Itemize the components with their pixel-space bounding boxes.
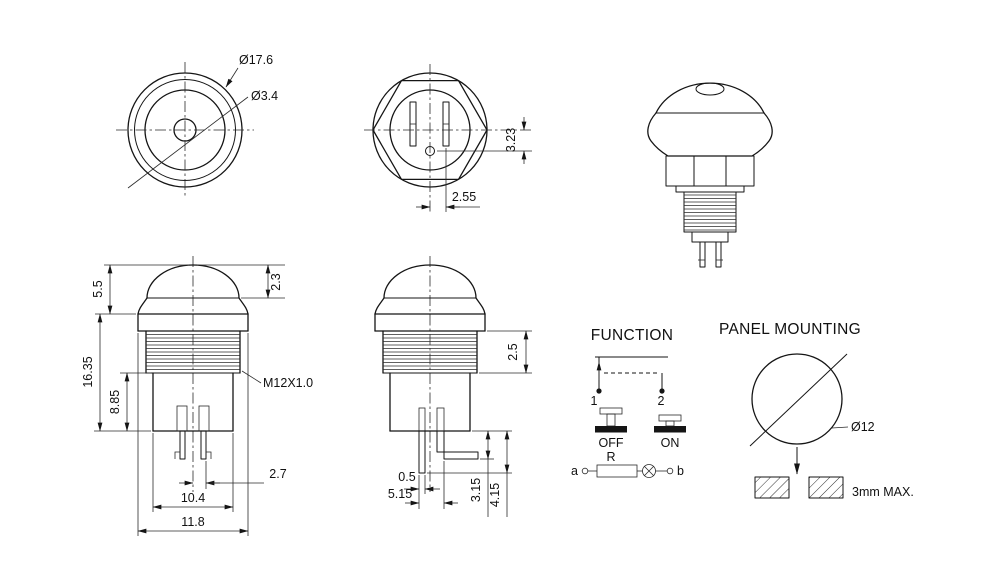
button-tip-ellipse (695, 82, 725, 96)
pictorial-view (647, 82, 773, 268)
pole-1-label: 1 (591, 394, 598, 408)
hole-diameter-line (749, 353, 848, 447)
terminal-b-label: b (677, 464, 684, 478)
terminal-b-node (666, 467, 674, 475)
dim-pin-thickness: 0.5 (398, 470, 415, 484)
dimension-body-length: 16.35 (81, 313, 151, 432)
panel-mounting-diagram: PANEL MOUNTING Ø12 3mm MAX. (719, 321, 914, 499)
dim-hole-diameter: Ø12 (851, 420, 875, 434)
panel-thickness-label: 3mm MAX. (852, 485, 914, 499)
dim-pin-offset: 2.7 (269, 467, 286, 481)
dimension-pin-depth: 3.23 (437, 117, 532, 164)
pole-2-label: 2 (658, 394, 665, 408)
dim-lower-body-length: 8.85 (108, 390, 122, 414)
thread-lines (146, 334, 240, 370)
dimension-cap-height: 5.5 (91, 264, 189, 315)
dimension-lower-body-length: 8.85 (108, 372, 151, 432)
base-collar (691, 231, 729, 243)
thread-lines (383, 334, 477, 370)
dim-pin-span: 5.15 (388, 487, 412, 501)
dome-outline (655, 82, 765, 114)
flange-band (137, 313, 249, 332)
terminal-a-node (581, 467, 589, 475)
on-state-icon (654, 414, 686, 433)
washer-band (675, 185, 745, 193)
dim-outer-diameter: Ø17.6 (239, 53, 273, 67)
dome-outline (146, 264, 240, 299)
dim-straight-pin-length: 4.15 (488, 483, 502, 507)
dim-pin-depth: 3.23 (504, 128, 518, 152)
dim-body-width: 10.4 (181, 491, 205, 505)
dimension-flange-width: 11.8 (137, 333, 249, 536)
contact-dot-2 (659, 388, 665, 394)
dim-body-length: 16.35 (81, 356, 95, 387)
panel-mounting-title: PANEL MOUNTING (719, 321, 861, 338)
resistor-symbol (596, 464, 638, 478)
flange-band (374, 313, 486, 332)
hole-leader-line (127, 96, 249, 189)
thread-spec-label: M12X1.0 (263, 376, 313, 390)
bulb-body-outline (647, 112, 773, 157)
dimension-pin-span: 5.15 (388, 461, 458, 509)
threaded-shaft (683, 191, 737, 233)
left-shoulder (137, 297, 148, 315)
front-section-view: 5.5 16.35 8.85 2.3 M12X1.0 (81, 256, 313, 536)
terminal-pins (698, 241, 723, 268)
lower-body (389, 372, 471, 432)
right-shoulder (238, 297, 249, 315)
terminal-a-label: a (571, 464, 578, 478)
dimension-body-width: 10.4 (152, 433, 234, 512)
side-section-view: 2.5 0.5 5.15 3.15 (374, 256, 532, 517)
terminal-pins (418, 430, 479, 474)
rear-view: 2.55 3.23 (364, 64, 534, 214)
on-label: ON (661, 436, 680, 450)
dimension-pin-offset: 2.7 (179, 461, 287, 489)
thread-callout: M12X1.0 (241, 370, 313, 390)
hex-nut-band (665, 155, 755, 187)
dim-cap-crown: 2.3 (269, 273, 283, 290)
contact-dot-1 (596, 388, 602, 394)
dim-flange-width: 11.8 (181, 515, 204, 529)
hole-label-leader (831, 426, 849, 429)
mounting-hole-circle (751, 353, 843, 445)
resistor-label: R (606, 450, 615, 464)
left-shoulder (374, 297, 385, 315)
top-view: Ø17.6 Ø3.4 (116, 53, 278, 198)
dome-outline (383, 264, 477, 299)
dimension-pin-offset: 2.55 (416, 148, 480, 212)
threaded-section (382, 330, 478, 374)
dim-hole-diameter: Ø3.4 (251, 89, 278, 103)
terminal-pins (409, 101, 450, 147)
threaded-section (145, 330, 241, 374)
dim-cap-height: 5.5 (91, 280, 105, 297)
lamp-symbol (642, 464, 656, 478)
off-label: OFF (599, 436, 624, 450)
dim-thread-length: 2.5 (506, 343, 520, 360)
dimension-thread-length: 2.5 (479, 330, 532, 374)
outer-leader-line (225, 67, 239, 88)
right-shoulder (475, 297, 486, 315)
panel-cross-section (754, 476, 844, 499)
terminal-pins (174, 430, 212, 460)
off-state-icon (595, 407, 627, 433)
lower-body (152, 372, 234, 432)
dimension-cap-crown: 2.3 (197, 264, 285, 299)
function-diagram: FUNCTION 1 2 OFF ON a R (571, 327, 686, 478)
circuit-schematic: a R b (571, 450, 684, 478)
thread-lines (684, 194, 736, 231)
function-title: FUNCTION (591, 327, 673, 344)
dim-pin-offset: 2.55 (452, 190, 476, 204)
dim-bent-pin-length: 3.15 (469, 478, 483, 502)
dimension-straight-pin-length: 4.15 (427, 430, 512, 517)
